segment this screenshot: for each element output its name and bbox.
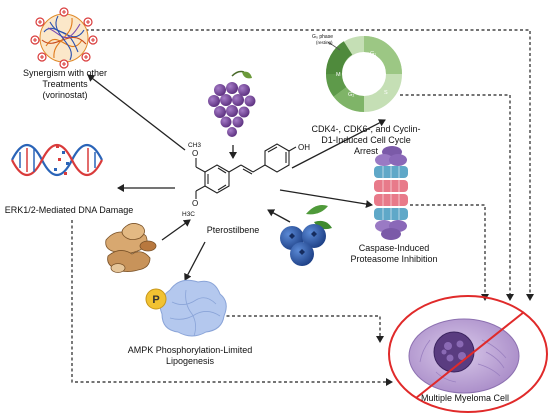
methyl-top-label: CH3 [188, 142, 201, 149]
peanuts-icon [105, 223, 157, 273]
arrow-peanuts-to-compound [161, 219, 191, 241]
cycle-m-label: M [336, 72, 341, 78]
prohibition-icon [388, 295, 548, 413]
proteasome-icon [374, 146, 408, 240]
hydroxyl-label: OH [298, 143, 310, 152]
pterostilbene-structure-icon [195, 143, 297, 199]
nanoparticle-icon [30, 7, 98, 69]
arrow-to-synergism [87, 74, 186, 151]
phosphate-badge-icon: P [145, 288, 167, 310]
arrow-to-ampk [184, 241, 206, 281]
cell-cycle-line-3: Arrest [353, 146, 378, 156]
protein-icon [159, 279, 227, 337]
cycle-s-label: S [384, 90, 388, 96]
cycle-g2-label: G₂ [348, 92, 354, 98]
methoxy-top-label: O [192, 149, 198, 158]
dashed-connectors [71, 29, 534, 386]
synergism-line-3: (vorinostat) [42, 90, 88, 100]
dna-damage-label: ERK1/2-Mediated DNA Damage [2, 205, 136, 216]
proteasome-line-2: Proteasome Inhibition [350, 254, 438, 264]
synergism-line-2: Treatments [42, 79, 88, 89]
solid-arrows [87, 74, 386, 281]
synergism-line-1: Synergism with other [22, 68, 108, 78]
ampk-label: AMPK Phosphorylation-Limited Lipogenesis [120, 345, 260, 367]
target-cell-name: Multiple Myeloma Cell [420, 393, 510, 403]
compound-name-label: Pterostilbene [198, 225, 268, 236]
cycle-g1-label: G₁ [370, 51, 376, 57]
methyl-bottom-label: H3C [182, 211, 195, 218]
target-cell-label: Multiple Myeloma Cell [410, 393, 520, 404]
ampk-line-1: AMPK Phosphorylation-Limited [127, 345, 253, 355]
cell-cycle-line-2: D1-Induced Cell Cycle [321, 135, 411, 145]
proteasome-label: Caspase-Induced Proteasome Inhibition [342, 243, 446, 265]
cycle-g0-label: G₀ phase [312, 34, 333, 40]
connector-proteasome [410, 204, 489, 301]
dna-helix-icon [11, 143, 103, 177]
cell-cycle-line-1: CDK4-, CDK6-, and Cyclin- [311, 124, 421, 134]
phosphate-badge-label: P [152, 294, 159, 306]
arrow-blueberries-to-compound [267, 209, 291, 223]
ampk-line-2: Lipogenesis [165, 356, 215, 366]
connector-synergism [80, 29, 534, 301]
methoxy-bottom-label: O [192, 199, 198, 208]
cell-cycle-label: CDK4-, CDK6-, and Cyclin- D1-Induced Cel… [308, 124, 424, 157]
arrow-to-cell-cycle [291, 119, 386, 169]
connector-dna [71, 220, 393, 386]
proteasome-line-1: Caspase-Induced [358, 243, 430, 253]
dna-damage-line-1: ERK1/2-Mediated DNA Damage [4, 205, 134, 215]
arrow-to-proteasome [279, 189, 373, 208]
synergism-label: Synergism with other Treatments (vorinos… [10, 68, 120, 101]
blueberries-icon [280, 205, 332, 266]
compound-name: Pterostilbene [206, 225, 260, 235]
connector-ampk [210, 315, 384, 343]
grapes-icon [208, 70, 256, 137]
cycle-g0-resting-label: (resting) [316, 40, 333, 45]
connector-cell-cycle [400, 94, 514, 301]
cell-cycle-icon [326, 36, 402, 112]
